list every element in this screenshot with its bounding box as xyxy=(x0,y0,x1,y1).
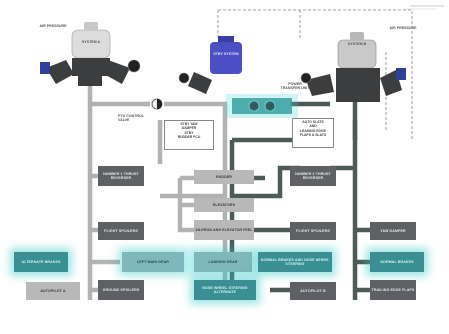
b-note-line-1: AUTO SLATS xyxy=(302,120,324,124)
autopilot-a-box: AUTOPILOT A xyxy=(26,282,80,300)
system-a-label: SYSTEM A xyxy=(81,40,101,44)
nose-wheel-steering-box: NOSE WHEEL STEERING ALTERNATE xyxy=(194,280,256,300)
system-b-label: SYSTEM B xyxy=(347,42,367,46)
b-note-line-3: LEADING EDGE xyxy=(300,128,326,133)
stby-reservoir xyxy=(178,36,242,94)
aileron-pcu-box: AILERON AND ELEVATOR FEEL xyxy=(194,220,254,240)
ptu-control-valve-label: PTU CONTROL VALVE xyxy=(118,114,144,123)
stby-note-line-1: STBY YAW xyxy=(180,122,198,126)
alternate-brakes-box: ALTERNATE BRAKES xyxy=(14,252,68,272)
system-a-pump-left xyxy=(40,60,74,84)
flight-spoilers-left-box: FLIGHT SPOILERS xyxy=(98,222,144,240)
normal-brakes-box: NORMAL BRAKES xyxy=(370,252,424,272)
system-b-reservoir xyxy=(336,32,380,102)
stby-note-line-2: DAMPER xyxy=(181,126,197,131)
stby-note-line-4: RUDDER PCU xyxy=(177,135,201,140)
system-b-pump-left xyxy=(300,72,334,96)
stby-system-label: STBY SYSTEM xyxy=(213,52,239,56)
stby-note-box: STBY YAW DAMPER STBY RUDDER PCU xyxy=(164,120,214,150)
autopilot-b-box: AUTOPILOT B xyxy=(290,282,336,300)
air-pressure-right-label: AIR PRESSURE xyxy=(389,26,417,30)
flight-spoilers-right-box: FLIGHT SPOILERS xyxy=(290,222,336,240)
system-a-pump-right xyxy=(104,59,141,84)
landing-gear-box: LANDING GEAR xyxy=(194,252,252,272)
left-nose-gear-box: LEFT MAIN GEAR xyxy=(122,252,184,272)
elevators-box: ELEVATORS xyxy=(194,198,254,212)
ptu-valve xyxy=(151,98,163,110)
b-note-line-2: AND xyxy=(309,124,317,129)
yaw-damper-box: YAW DAMPER xyxy=(370,222,416,240)
thrust-reverser-1-box: NUMBER 1 THRUST REVERSER xyxy=(98,166,144,186)
ground-spoilers-box: GROUND SPOILERS xyxy=(98,280,144,300)
main-brakes-box: NORMAL BRAKES AND NOSE WHEEL STEERING xyxy=(258,252,332,272)
b-note-line-4: FLAPS & SLATS xyxy=(299,133,327,138)
air-pressure-dashed-line xyxy=(218,9,413,140)
power-transfer-unit xyxy=(226,94,298,118)
power-transfer-unit-label: POWER TRANSFER UNIT xyxy=(280,82,310,91)
system-b-pump-right xyxy=(380,68,406,96)
b-system-note-box: AUTO SLATS AND LEADING EDGE FLAPS & SLAT… xyxy=(292,118,334,148)
air-pressure-left-label: AIR PRESSURE xyxy=(39,24,67,28)
thrust-reverser-2-box: NUMBER 2 THRUST REVERSER xyxy=(290,166,336,186)
system-a-reservoir xyxy=(71,22,111,86)
trailing-edge-flaps-box: TRAILING EDGE FLAPS xyxy=(370,280,416,300)
stby-note-line-3: STBY xyxy=(184,130,194,135)
rudder-box: RUDDER xyxy=(194,170,254,184)
